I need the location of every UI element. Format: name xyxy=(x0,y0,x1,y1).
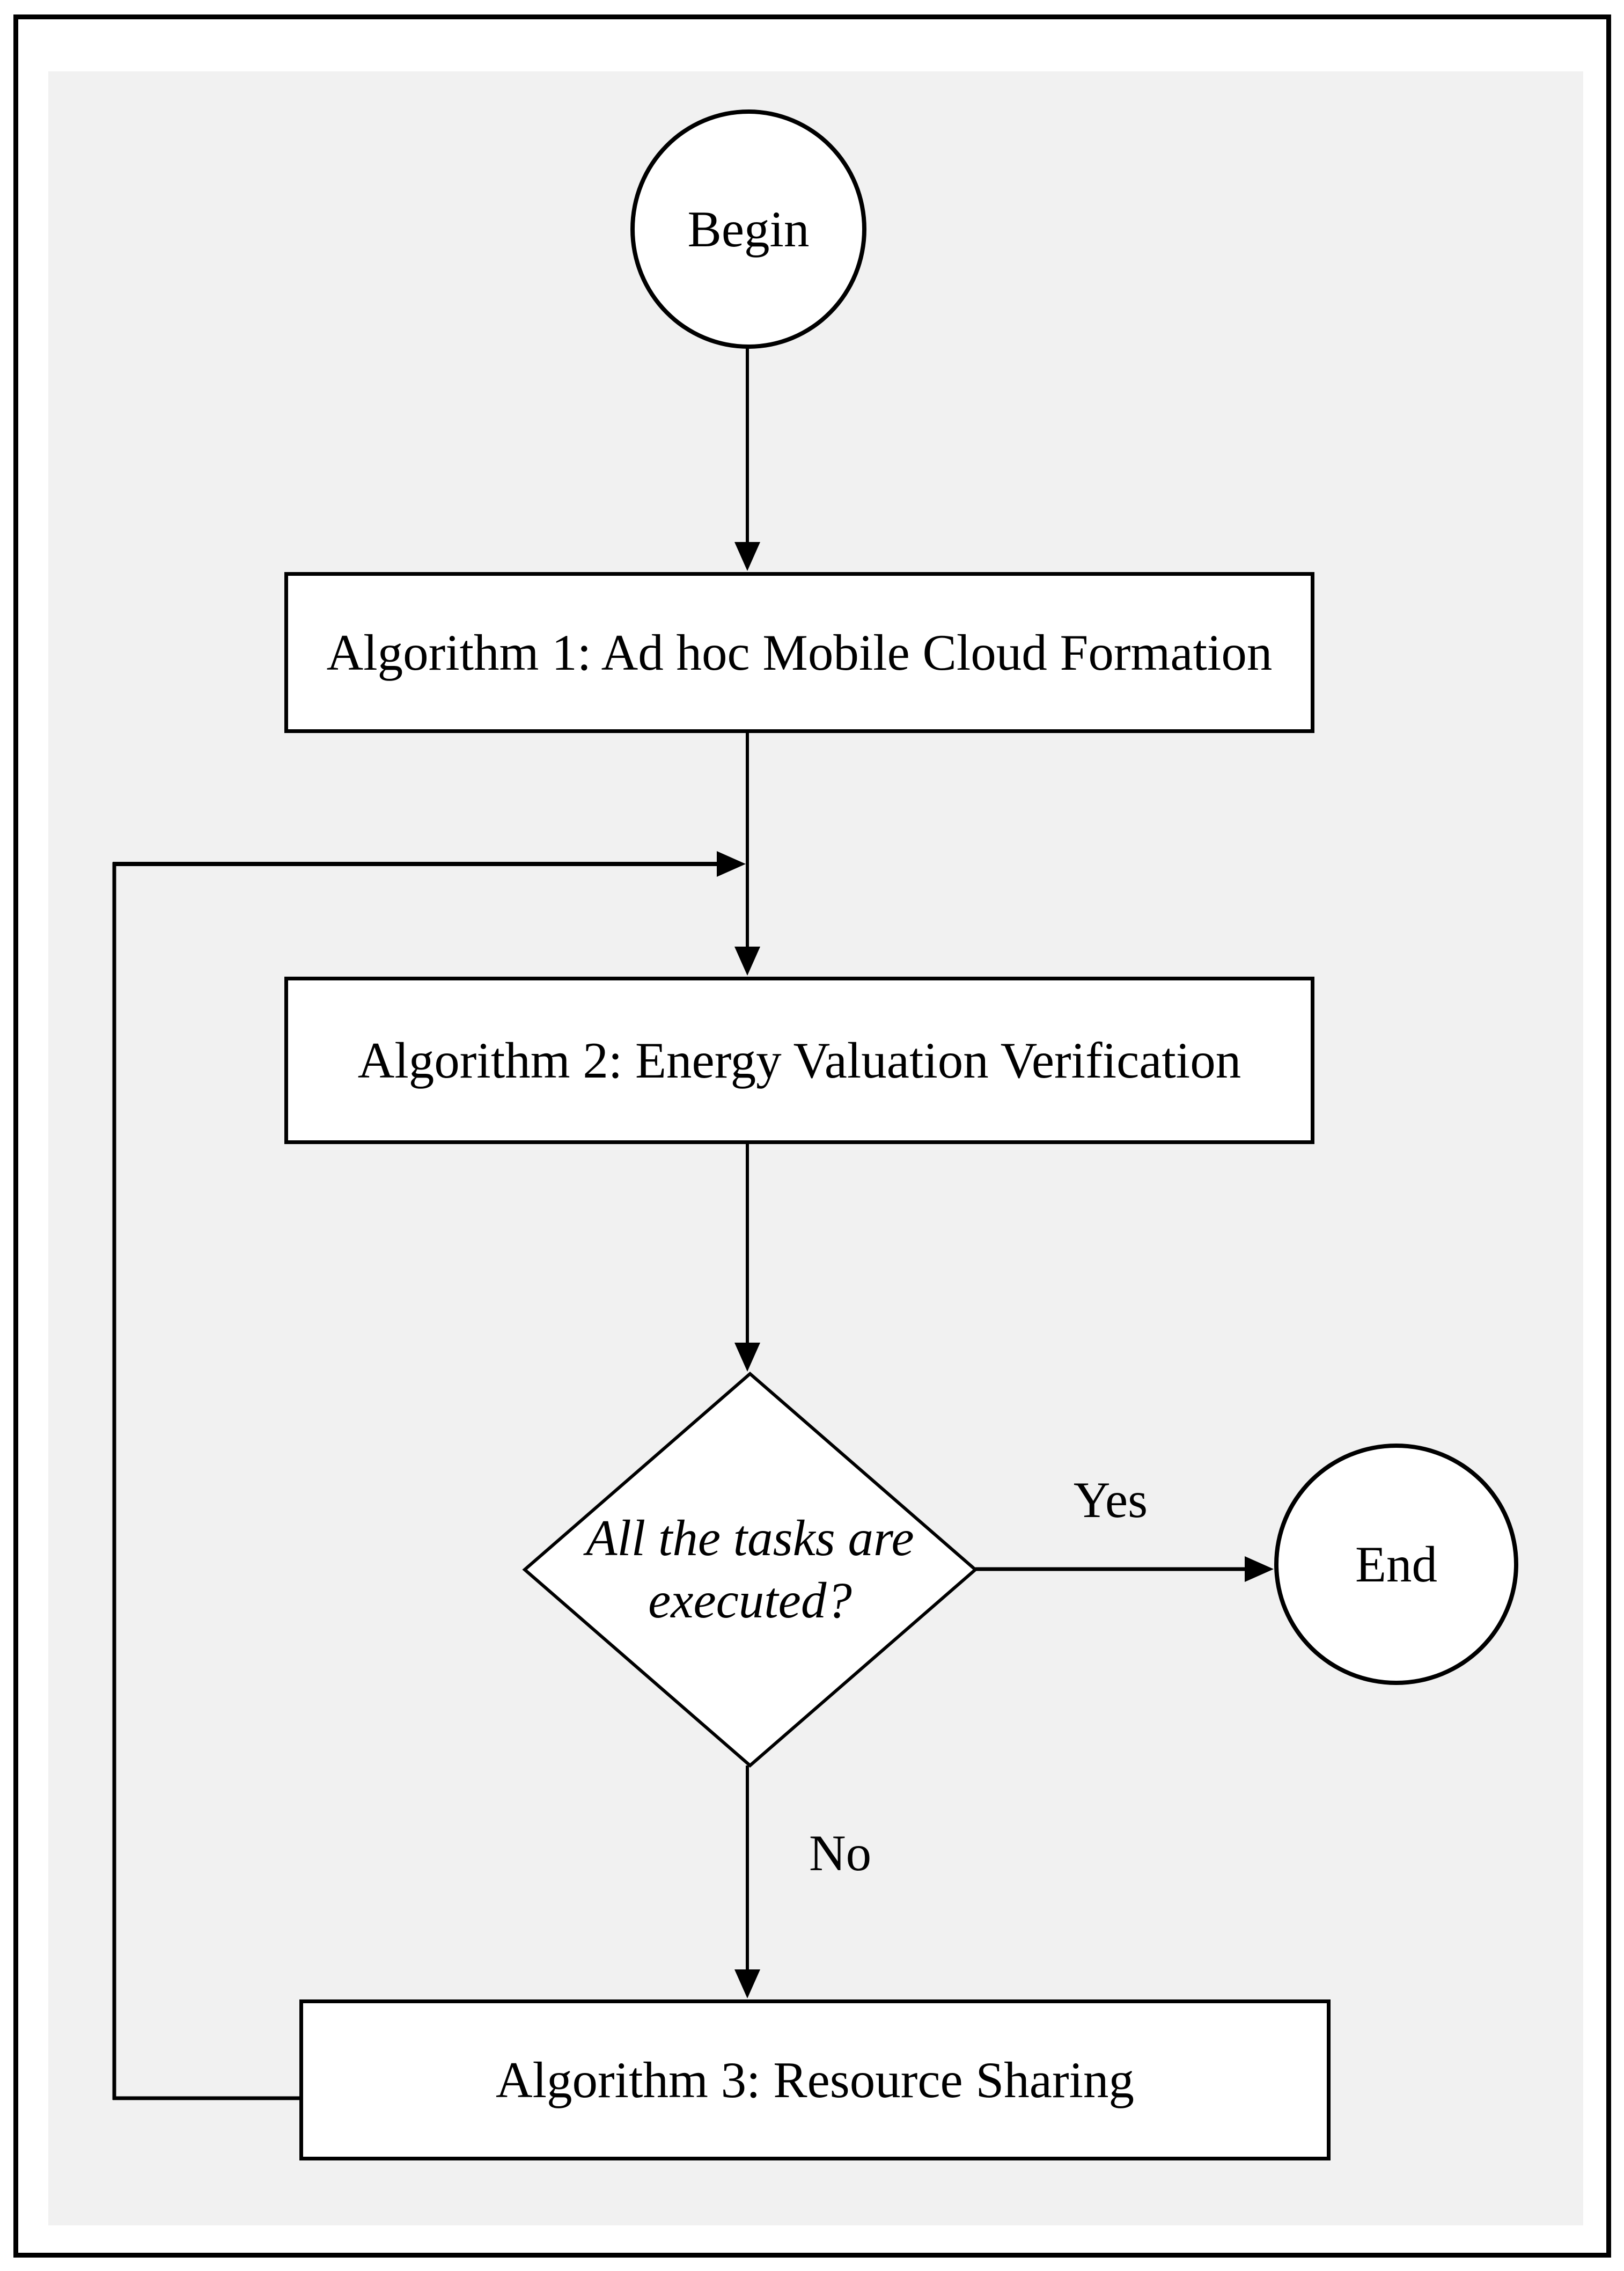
page-border xyxy=(13,14,1611,2258)
algorithm3-process: Algorithm 3: Resource Sharing xyxy=(299,1999,1331,2160)
figure-background-panel xyxy=(48,71,1583,2225)
no-edge-label: No xyxy=(809,1825,872,1881)
algorithm2-process: Algorithm 2: Energy Valuation Verificati… xyxy=(284,977,1314,1144)
end-terminator: End xyxy=(1274,1444,1518,1685)
decision-label: All the tasks are executed? xyxy=(535,1486,965,1653)
decision-label-line2: executed? xyxy=(648,1572,852,1629)
yes-edge-label: Yes xyxy=(1073,1471,1148,1528)
algorithm1-process: Algorithm 1: Ad hoc Mobile Cloud Formati… xyxy=(284,572,1314,733)
decision-label-line1: All the tasks are xyxy=(586,1510,914,1567)
algorithm2-label: Algorithm 2: Energy Valuation Verificati… xyxy=(357,1032,1241,1089)
algorithm3-label: Algorithm 3: Resource Sharing xyxy=(496,2052,1134,2108)
end-label: End xyxy=(1355,1536,1438,1593)
begin-label: Begin xyxy=(687,201,810,258)
begin-terminator: Begin xyxy=(630,109,866,349)
algorithm1-label: Algorithm 1: Ad hoc Mobile Cloud Formati… xyxy=(326,624,1273,681)
